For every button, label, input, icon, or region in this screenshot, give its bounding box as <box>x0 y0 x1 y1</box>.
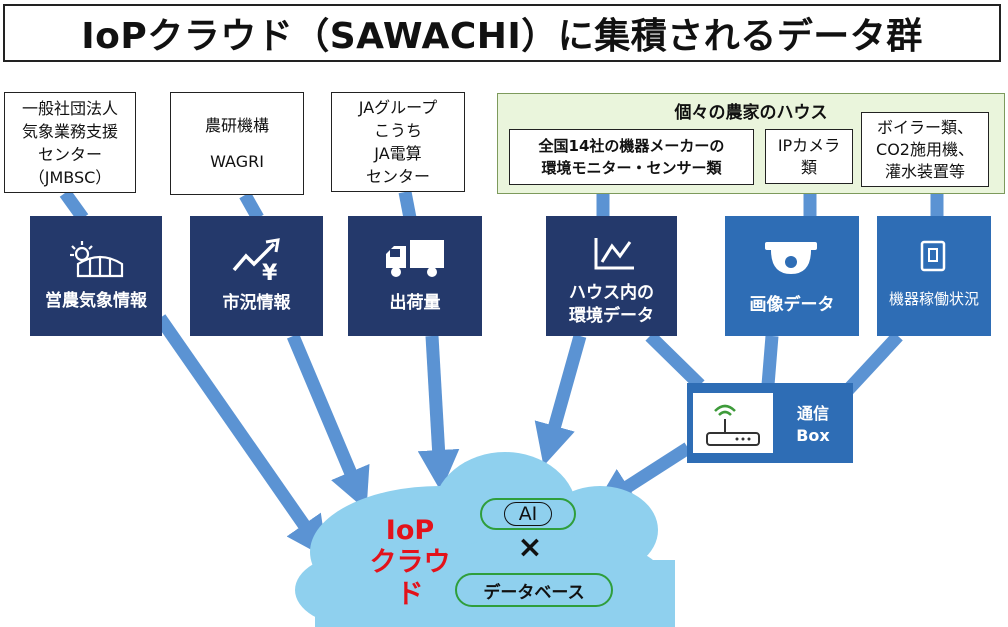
link-jmbsc-weather <box>59 189 89 222</box>
ai-label: AI <box>503 502 553 526</box>
source-line: 全国14社の機器メーカーの <box>538 137 725 155</box>
source-line: JAグループ <box>358 98 438 117</box>
card-env-label: ハウス内の 環境データ <box>546 282 677 328</box>
card-shipment-label: 出荷量 <box>389 293 441 313</box>
source-boiler: ボイラー類、 CO2施用機、 灌水装置等 <box>861 112 989 187</box>
source-line: 一般社団法人 <box>21 98 118 118</box>
source-camera: IPカメラ 類 <box>765 129 853 184</box>
link-machine-box <box>843 331 903 395</box>
card-weather: 営農気象情報 <box>30 216 162 336</box>
link-env-box <box>645 331 705 390</box>
source-line: CO2施用機、 <box>876 139 974 159</box>
truck-icon <box>386 240 444 277</box>
device-status-icon <box>920 240 946 272</box>
source-line: 環境モニター・センサー類 <box>541 159 722 177</box>
source-line: ボイラー類、 <box>876 117 973 137</box>
router-icon-frame <box>693 393 773 453</box>
arrow-weather-cloud <box>154 314 328 559</box>
arrow-env-cloud <box>534 334 587 467</box>
source-naro: 農研機構 WAGRI <box>170 92 304 195</box>
source-line: JA電算 <box>374 144 422 163</box>
comm-box-line: Box <box>796 426 830 445</box>
page-title: IoPクラウド（SAWACHI）に集積されるデータ群 <box>3 4 1001 62</box>
greenhouse-sun-icon <box>70 241 124 278</box>
source-line: センター <box>37 144 102 164</box>
router-icon <box>706 404 760 446</box>
source-line: （JMBSC） <box>28 167 112 187</box>
source-line: 類 <box>800 157 817 177</box>
source-line: WAGRI <box>210 151 264 171</box>
link-naro-market <box>239 191 264 222</box>
ai-badge: AI <box>480 498 576 530</box>
card-market: ¥ 市況情報 <box>190 216 323 336</box>
database-label: データベース <box>483 582 585 603</box>
card-machine: 機器稼働状況 <box>877 216 991 336</box>
source-line: 農研機構 <box>204 115 269 135</box>
source-sensors: 全国14社の機器メーカーの 環境モニター・センサー類 <box>509 129 754 185</box>
card-image-label: 画像データ <box>749 295 835 315</box>
card-shipment: 出荷量 <box>348 216 482 336</box>
card-env-line: 環境データ <box>569 306 654 326</box>
cloud-name-line: IoP <box>385 515 435 546</box>
source-jmbsc: 一般社団法人 気象業務支援 センター （JMBSC） <box>4 92 136 193</box>
svg-text:¥: ¥ <box>262 261 278 286</box>
price-trend-icon: ¥ <box>232 238 280 286</box>
source-line: IPカメラ <box>777 135 841 155</box>
card-env: ハウス内の 環境データ <box>546 216 677 336</box>
comm-box: 通信 Box <box>687 383 853 463</box>
cloud-name: IoP クラウド <box>360 515 460 611</box>
source-line: センター <box>365 167 430 186</box>
card-image: 画像データ <box>725 216 859 336</box>
card-market-label: 市況情報 <box>222 293 291 313</box>
comm-box-label: 通信 Box <box>779 403 847 447</box>
farm-house-title: 個々の農家のハウス <box>674 103 828 123</box>
security-camera-icon <box>765 242 817 274</box>
card-machine-label: 機器稼働状況 <box>888 290 979 308</box>
arrow-market-cloud <box>287 333 370 511</box>
source-line: 気象業務支援 <box>21 121 118 141</box>
card-env-line: ハウス内の <box>569 283 654 303</box>
cloud-name-line: クラウド <box>369 547 451 610</box>
database-badge: データベース <box>455 573 613 607</box>
times-symbol: × <box>517 530 543 565</box>
comm-box-line: 通信 <box>796 404 829 423</box>
link-ja-shipment <box>398 190 417 220</box>
card-weather-label: 営農気象情報 <box>45 291 147 311</box>
arrow-shipment-cloud <box>417 335 460 492</box>
line-chart-icon <box>594 238 634 270</box>
source-ja: JAグループ こうち JA電算 センター <box>331 92 465 192</box>
source-line: 灌水装置等 <box>884 161 965 181</box>
source-line: こうち <box>373 121 422 140</box>
link-image-box <box>761 335 779 386</box>
